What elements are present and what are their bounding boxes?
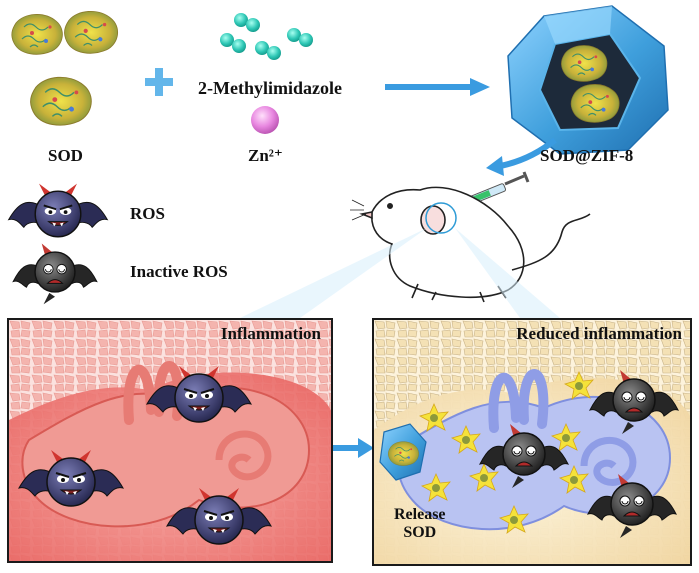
inactive-ros-legend-label: Inactive ROS: [130, 262, 228, 281]
inflammation-title: Inflammation: [220, 324, 321, 343]
inflamed-cochlea-scene: [9, 320, 331, 561]
methylimidazole-label: 2-Methylimidazole: [198, 78, 342, 98]
arrow-between-panels-icon: [333, 438, 374, 458]
arrow-right-icon: [385, 78, 490, 96]
zoom-beam-right: [455, 228, 560, 318]
release-sod-line2: SOD: [403, 524, 437, 541]
sod-label: SOD: [48, 146, 83, 165]
calm-cochlea-scene: [374, 320, 690, 564]
inflammation-panel: Inflammation: [7, 318, 333, 563]
zinc-ion-icon: [251, 106, 279, 134]
methylimidazole-molecules-icon: [220, 13, 313, 60]
curved-arrow-icon: [486, 137, 557, 176]
ros-legend-icon: [7, 182, 109, 238]
reduced-inflammation-panel: Reduced inflammation Release SOD: [372, 318, 692, 566]
plus-icon: [145, 68, 173, 96]
sod-zif8-label: SOD@ZIF-8: [540, 146, 634, 165]
release-sod-label: Release SOD: [394, 506, 446, 542]
zoom-beam-left: [240, 228, 427, 318]
sod-protein-cluster: [11, 10, 119, 126]
reduced-inflammation-title: Reduced inflammation: [516, 324, 682, 343]
zinc-label: Zn²⁺: [248, 146, 283, 165]
inactive-ros-legend-icon: [12, 242, 98, 306]
release-sod-line1: Release: [394, 506, 446, 523]
ros-legend-label: ROS: [130, 204, 165, 223]
injection-site-highlight: [425, 202, 457, 234]
sod-zif8-crystal-icon: [507, 5, 669, 155]
